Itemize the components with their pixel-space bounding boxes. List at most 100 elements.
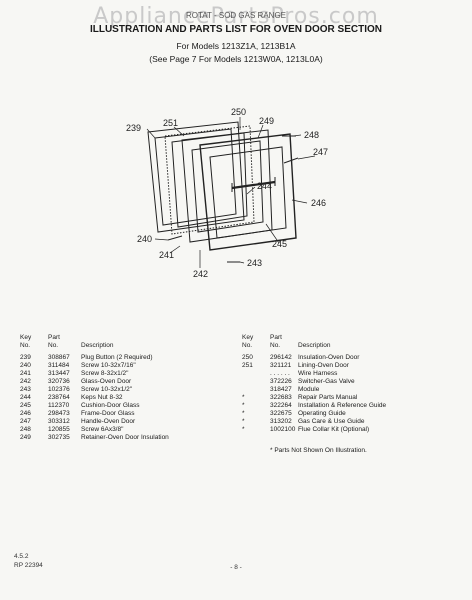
table-row: 246 298473 Frame-Door Glass xyxy=(20,410,251,418)
callout-244: 244 xyxy=(257,181,272,191)
page-title: ILLUSTRATION AND PARTS LIST FOR OVEN DOO… xyxy=(89,24,383,35)
table-header-row: Key Part xyxy=(242,334,448,342)
part-key: 239 xyxy=(20,354,31,361)
key-header: Key xyxy=(242,334,254,341)
door-lining-part xyxy=(147,121,245,233)
footer-code1: 4.5.2 xyxy=(14,553,29,560)
part-description: Switcher-Gas Valve xyxy=(298,378,355,385)
part-key: 246 xyxy=(20,410,31,417)
callout-249: 249 xyxy=(259,116,274,126)
part-description: Gas Care & Use Guide xyxy=(298,418,365,425)
part-description: Plug Button (2 Required) xyxy=(81,354,153,361)
table-row: 241 313447 Screw 8-32x1/2" xyxy=(20,370,251,378)
callout-247: 247 xyxy=(313,147,328,157)
table-row: 239 308867 Plug Button (2 Required) xyxy=(20,354,251,362)
leader-lines xyxy=(146,117,316,268)
part-description: Screw 8-32x1/2" xyxy=(81,370,129,377)
table-row: . . . . . .Wire Harness xyxy=(242,370,448,378)
part-key xyxy=(242,370,270,378)
part-description: Wire Harness xyxy=(298,370,338,377)
part-key: 247 xyxy=(20,418,31,425)
part-header: Part xyxy=(48,334,60,341)
part-key: * xyxy=(242,394,245,401)
description-header: Description xyxy=(81,342,114,349)
oven-door-exploded-diagram: 239 251 250 249 248 247 246 245 244 240 … xyxy=(126,107,328,279)
callout-242: 242 xyxy=(193,269,208,279)
table-header-row: Key Part xyxy=(20,334,251,342)
part-description: Insulation-Oven Door xyxy=(298,354,360,361)
part-number: 296142 xyxy=(270,354,292,361)
part-key: 241 xyxy=(20,370,31,377)
callout-245: 245 xyxy=(272,239,287,249)
table-row: 318427 Module xyxy=(242,386,448,394)
part-key: 242 xyxy=(20,378,31,385)
part-key: 249 xyxy=(20,434,31,441)
part-description: Screw 6Ax3/8" xyxy=(81,426,124,433)
description-header: Description xyxy=(298,342,331,349)
watermark: AppliancePartsPros.com xyxy=(93,4,379,29)
part-description: Screw 10-32x1/2" xyxy=(81,386,133,393)
part-key: 243 xyxy=(20,386,31,393)
see-page-line: (See Page 7 For Models 1213W0A, 1213L0A) xyxy=(149,54,323,64)
callout-239: 239 xyxy=(126,123,141,133)
part-number: 313447 xyxy=(48,370,70,377)
part-number: 102376 xyxy=(48,386,70,393)
table-header-row: No. No. Description xyxy=(20,342,251,350)
part-number: 322264 xyxy=(270,402,292,409)
part-number: 298473 xyxy=(48,410,70,417)
part-key xyxy=(242,386,270,394)
part-key: 244 xyxy=(20,394,31,401)
callout-246: 246 xyxy=(311,198,326,208)
part-number: 313202 xyxy=(270,418,292,425)
table-row: 243 102376 Screw 10-32x1/2" xyxy=(20,386,251,394)
part-number: 308867 xyxy=(48,354,70,361)
callout-248: 248 xyxy=(304,130,319,140)
part-number: 302735 xyxy=(48,434,70,441)
models-line: For Models 1213Z1A, 1213B1A xyxy=(176,41,296,51)
table-row: 372226 Switcher-Gas Valve xyxy=(242,378,448,386)
part-number: 322675 xyxy=(270,410,292,417)
table-row: 249 302735 Retainer-Oven Door Insulation xyxy=(20,434,251,442)
part-description: Screw 10-32x7/16" xyxy=(81,362,136,369)
part-number: 112370 xyxy=(48,402,70,409)
part-key: * xyxy=(242,410,245,417)
part-key: 240 xyxy=(20,362,31,369)
key-header: Key xyxy=(20,334,32,341)
callout-251: 251 xyxy=(163,118,178,128)
part-description: Frame-Door Glass xyxy=(81,410,135,417)
callout-243: 243 xyxy=(247,258,262,268)
table-header-row: No. No. Description xyxy=(242,342,448,350)
part-number: 322683 xyxy=(270,394,292,401)
callout-241: 241 xyxy=(159,250,174,260)
part-number: 320736 xyxy=(48,378,70,385)
part-key: 251 xyxy=(242,362,253,369)
part-description: Retainer-Oven Door Insulation xyxy=(81,434,169,441)
door-frame-part xyxy=(199,133,297,251)
part-key: * xyxy=(242,402,245,409)
part-header: Part xyxy=(270,334,282,341)
part-number: 311484 xyxy=(48,362,70,369)
part-number: 238764 xyxy=(48,394,70,401)
footer-code2: RP 22394 xyxy=(14,562,43,569)
part-number: 372226 xyxy=(270,378,292,385)
part-number: 318427 xyxy=(270,386,292,393)
part-description: Module xyxy=(298,386,320,393)
part-number: 1002100 xyxy=(270,426,296,433)
footnote: * Parts Not Shown On Illustration. xyxy=(270,447,367,454)
callout-250: 250 xyxy=(231,107,246,117)
part-key xyxy=(242,378,270,386)
callout-240: 240 xyxy=(137,234,152,244)
part-description: Keps Nut 8-32 xyxy=(81,394,123,401)
